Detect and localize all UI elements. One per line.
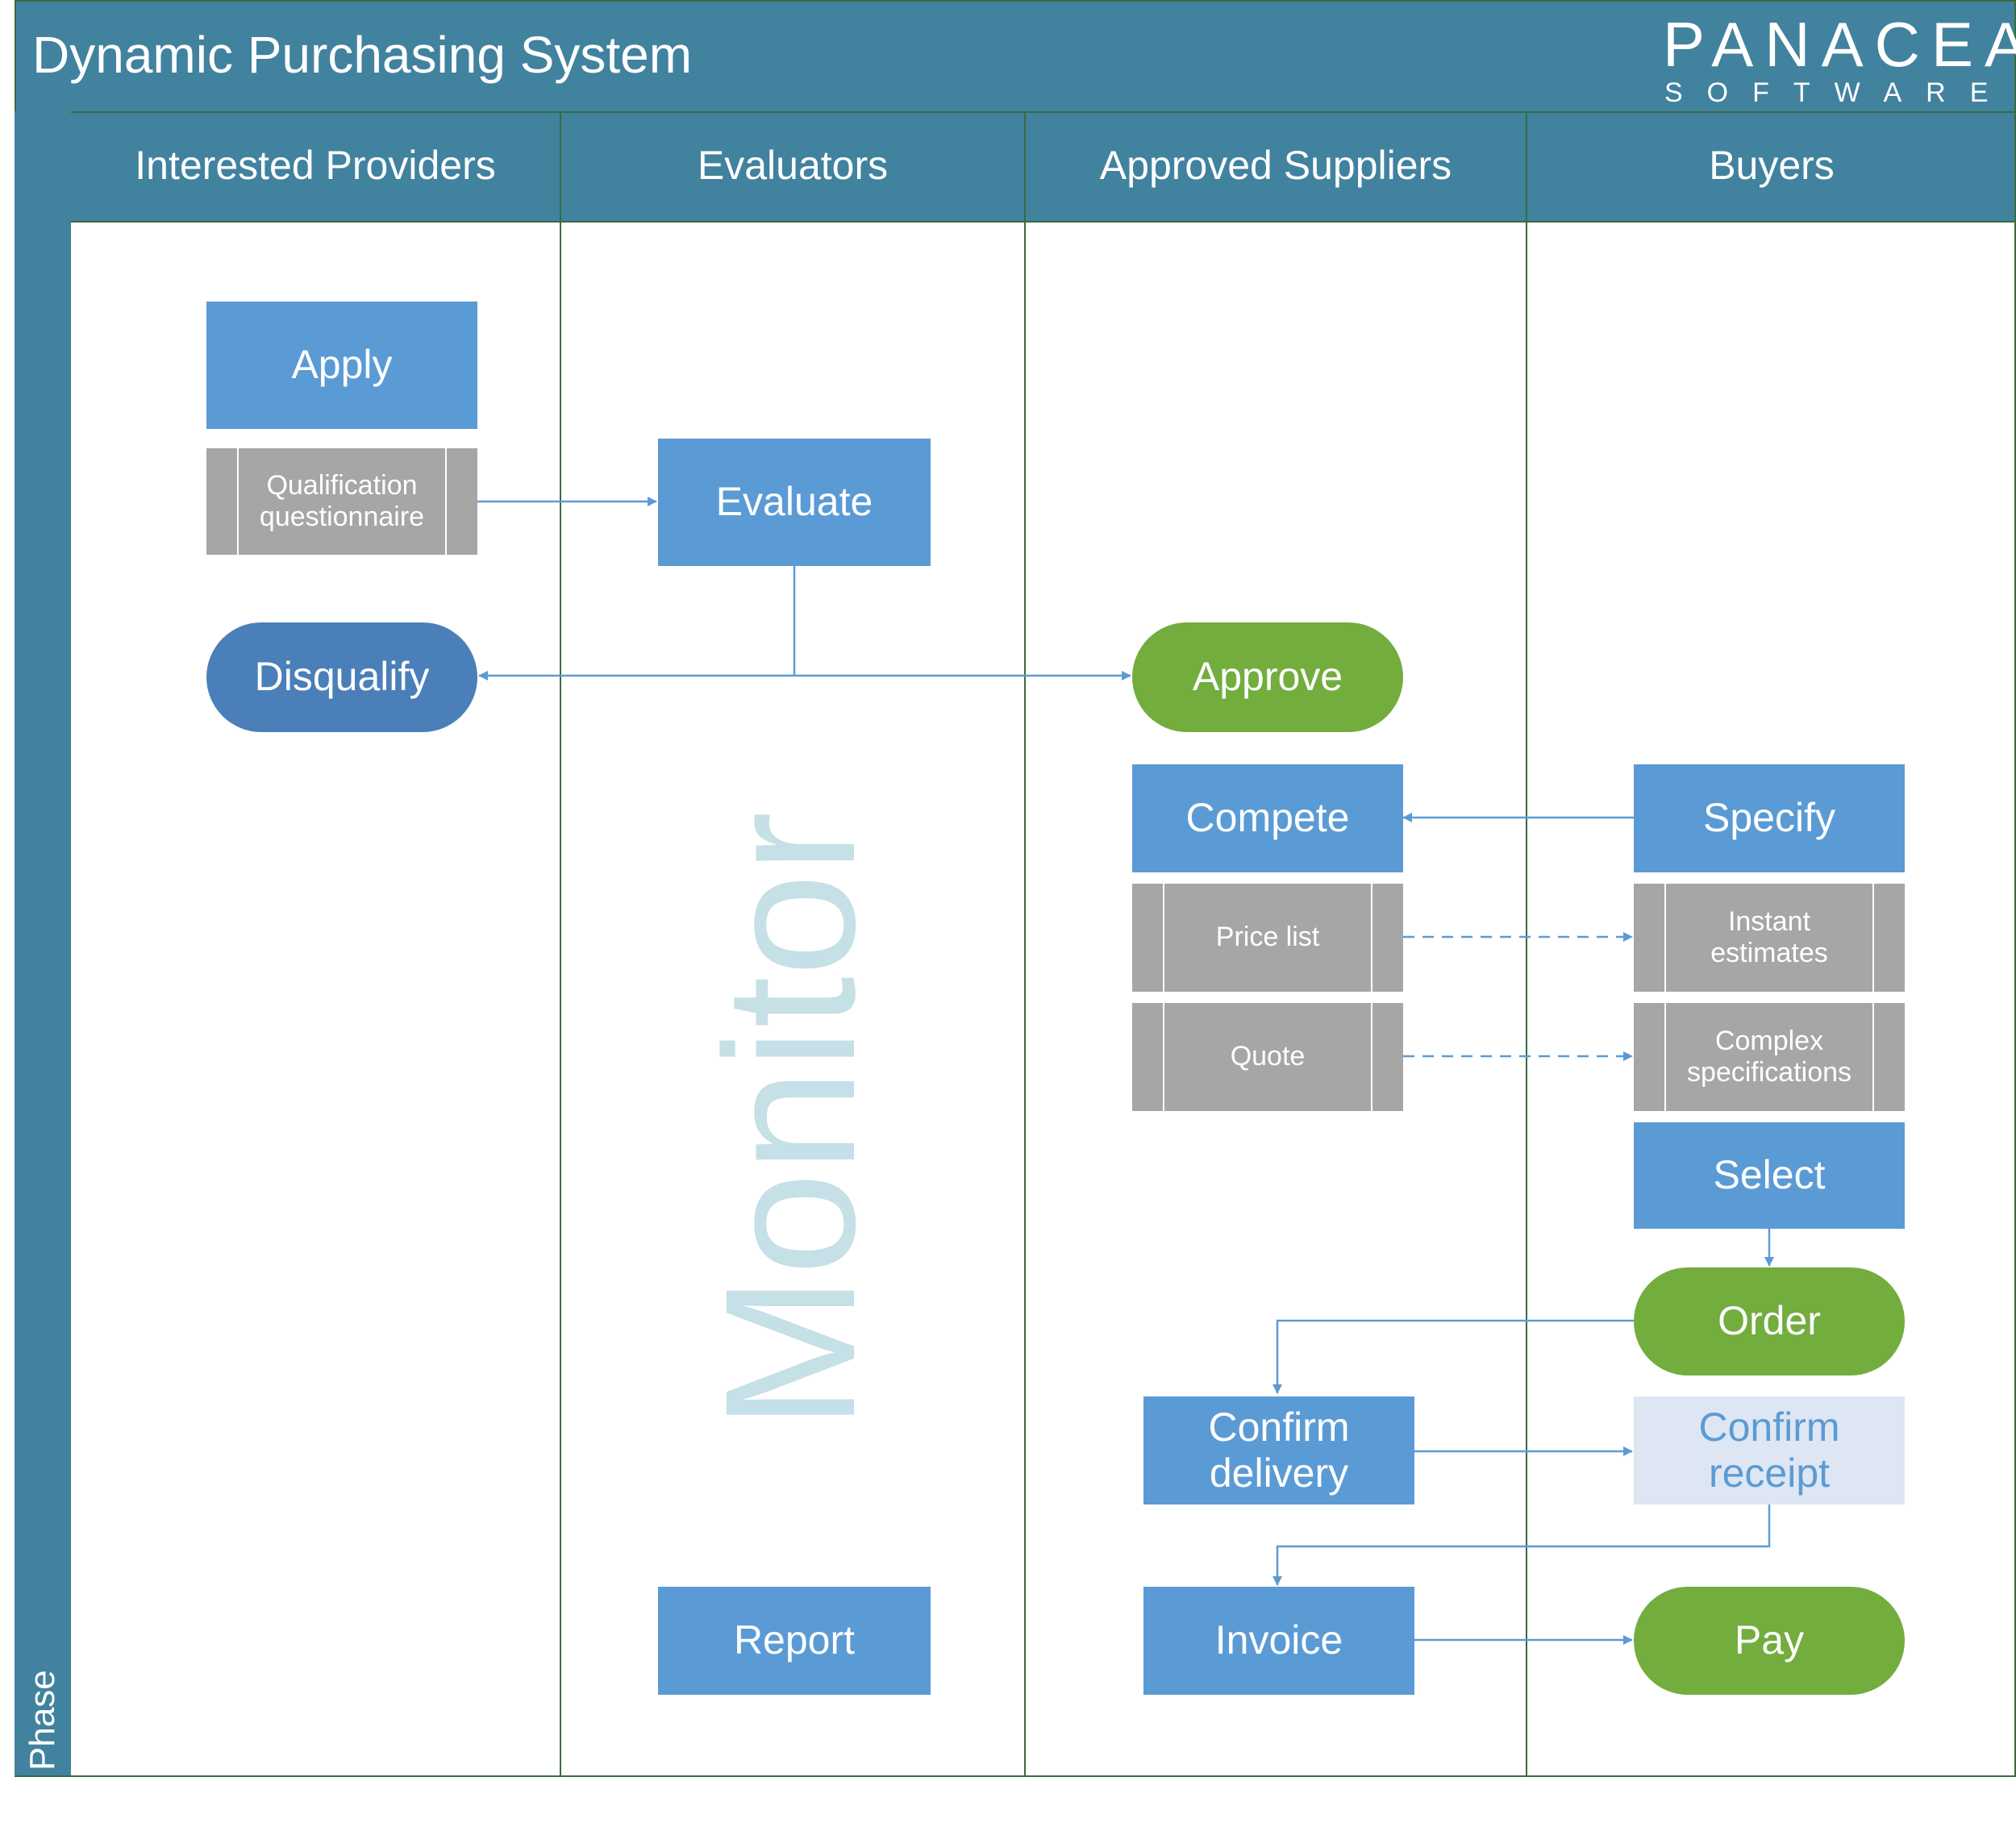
connector-receipt-to-invoice [1272,1504,1771,1586]
complex-specifications-document: Complex specifications [1634,1003,1905,1111]
header-bar [15,0,2016,113]
lane-header-approved-suppliers: Approved Suppliers [1099,143,1452,188]
diagram-bottom-border [15,1775,2016,1777]
logo-wordmark: PANACEA [1663,9,2016,80]
lane-header-buyers: Buyers [1709,143,1835,188]
price-list-document: Price list [1132,884,1403,992]
lane-header-evaluators: Evaluators [697,143,889,188]
lane-divider [1526,111,1527,1777]
diagram-title: Dynamic Purchasing System [32,26,693,84]
quote-document: Quote [1132,1003,1403,1111]
instant-estimates-document: Instant estimates [1634,884,1905,992]
lane-divider [1024,111,1026,1777]
confirm-receipt-process: Confirm receipt [1634,1396,1905,1504]
evaluate-process: Evaluate [658,439,931,566]
lane-border-right [2014,111,2016,1777]
specify-process: Specify [1634,764,1905,872]
approve-terminal: Approve [1132,622,1403,732]
qualification-questionnaire-document: Qualification questionnaire [206,448,477,555]
pay-terminal: Pay [1634,1587,1905,1695]
lane-header-interested-providers: Interested Providers [135,143,496,188]
apply-process: Apply [206,302,477,429]
select-process: Select [1634,1122,1905,1229]
connector-order-to-confirm-delivery [1272,1319,1634,1394]
report-process: Report [658,1587,931,1695]
invoice-process: Invoice [1143,1587,1414,1695]
disqualify-terminal: Disqualify [206,622,477,732]
lane-divider [560,111,561,1777]
confirm-delivery-process: Confirm delivery [1143,1396,1414,1504]
lane-header-row [15,111,2016,223]
logo-tagline: SOFTWARE [1664,77,2013,108]
order-terminal: Order [1634,1267,1905,1375]
phase-bar [15,111,71,1777]
compete-process: Compete [1132,764,1403,872]
